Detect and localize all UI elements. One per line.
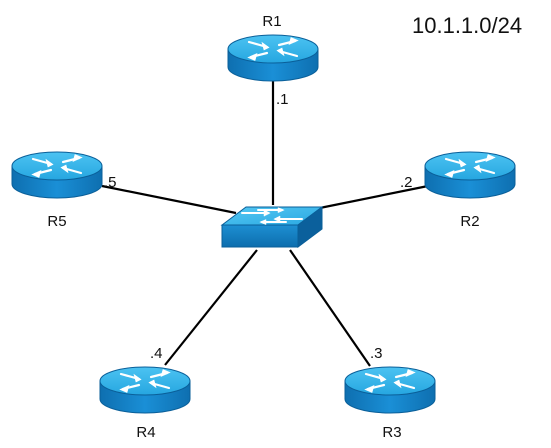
router-r5 <box>10 150 104 200</box>
router-label-r4: R4 <box>136 424 155 441</box>
host-label-r5: .5 <box>104 174 117 191</box>
router-icon <box>343 365 437 415</box>
router-r3 <box>343 365 437 415</box>
link-r3 <box>289 249 371 367</box>
host-label-r1: .1 <box>276 91 289 108</box>
link-r5 <box>101 184 237 215</box>
router-icon <box>226 33 320 83</box>
router-r4 <box>98 365 192 415</box>
router-label-r1: R1 <box>262 13 281 30</box>
switch-icon <box>221 206 323 248</box>
router-r1 <box>226 33 320 83</box>
link-r4 <box>164 249 258 366</box>
router-icon <box>98 365 192 415</box>
router-label-r3: R3 <box>382 424 401 441</box>
host-label-r3: .3 <box>370 345 383 362</box>
router-label-r2: R2 <box>460 213 479 230</box>
router-r2 <box>423 150 517 200</box>
subnet-label: 10.1.1.0/24 <box>412 13 522 38</box>
host-label-r4: .4 <box>150 345 163 362</box>
router-label-r5: R5 <box>47 213 66 230</box>
router-icon <box>423 150 517 200</box>
router-icon <box>10 150 104 200</box>
host-label-r2: .2 <box>400 174 413 191</box>
